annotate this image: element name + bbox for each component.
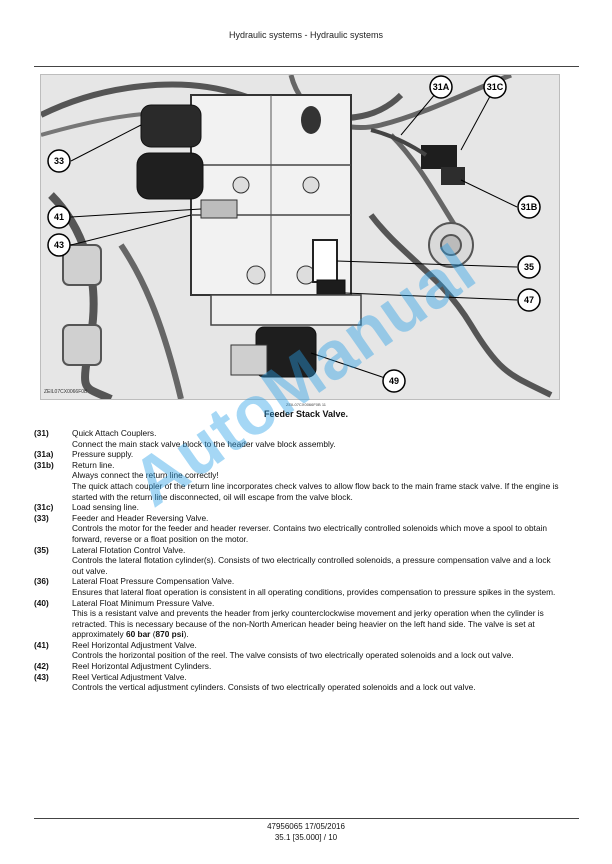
- item-title: Lateral Float Minimum Pressure Valve.: [72, 597, 215, 608]
- item-title: Pressure supply.: [72, 449, 134, 460]
- svg-text:33: 33: [54, 156, 64, 166]
- list-item: (31) Quick Attach Couplers. Connect the …: [34, 428, 564, 449]
- item-number: (42): [34, 661, 49, 672]
- svg-text:31C: 31C: [487, 82, 504, 92]
- callout-31b: 31B: [460, 179, 541, 219]
- item-title: Lateral Float Pressure Compensation Valv…: [72, 576, 235, 587]
- item-title: Return line.: [72, 459, 115, 470]
- item-number: (36): [34, 576, 49, 587]
- item-number: (35): [34, 544, 49, 555]
- item-number: (43): [34, 671, 49, 682]
- callout-31a: 31A: [400, 75, 453, 136]
- item-title: Feeder and Header Reversing Valve.: [72, 512, 209, 523]
- svg-text:35: 35: [524, 262, 534, 272]
- list-item: (31b) Return line. Always connect the re…: [34, 460, 564, 502]
- item-description: Controls the motor for the feeder and he…: [72, 523, 548, 544]
- list-item: (33) Feeder and Header Reversing Valve. …: [34, 513, 564, 545]
- svg-text:41: 41: [54, 212, 64, 222]
- item-description: Ensures that lateral float operation is …: [72, 586, 556, 597]
- item-description: Controls the horizontal position of the …: [72, 650, 514, 661]
- figure-caption: Feeder Stack Valve.: [263, 409, 349, 419]
- item-number: (40): [34, 597, 49, 608]
- callout-35: 35: [336, 255, 541, 279]
- callout-41: 41: [47, 205, 202, 229]
- item-number: (31a): [34, 449, 54, 460]
- callout-47: 47: [344, 288, 541, 312]
- svg-text:31A: 31A: [433, 82, 450, 92]
- pressure-value-bar: 60 bar: [125, 629, 151, 640]
- list-item: (40) Lateral Float Minimum Pressure Valv…: [34, 598, 564, 640]
- svg-text:43: 43: [54, 240, 64, 250]
- list-item: (41) Reel Horizontal Adjustment Valve. C…: [34, 640, 564, 661]
- list-item: (36) Lateral Float Pressure Compensation…: [34, 576, 564, 597]
- item-number: (31): [34, 428, 49, 438]
- item-description: This is a resistant valve and prevents t…: [72, 608, 544, 640]
- callout-43: 43: [47, 214, 192, 257]
- callout-31c: 31C: [460, 75, 507, 151]
- item-number: (31b): [34, 459, 54, 470]
- header-rule: [34, 66, 579, 67]
- item-title: Quick Attach Couplers.: [72, 428, 157, 438]
- valve-photo: 31A 31C 33 31B 41 43: [40, 74, 560, 400]
- item-title: Reel Horizontal Adjustment Valve.: [72, 639, 197, 650]
- callout-49: 49: [310, 352, 406, 393]
- item-title: Load sensing line.: [72, 502, 139, 513]
- component-list: (31) Quick Attach Couplers. Connect the …: [34, 428, 564, 693]
- item-title: Reel Horizontal Adjustment Cylinders.: [72, 661, 212, 672]
- figure-code-small: ZEIL07CX0066F0B 11: [286, 402, 326, 407]
- item-description: The quick attach coupler of the return l…: [72, 480, 559, 502]
- item-description: Connect the main stack valve block to th…: [72, 438, 336, 449]
- footer-rule: [34, 818, 579, 819]
- svg-text:47: 47: [524, 295, 534, 305]
- item-number: (41): [34, 639, 49, 650]
- list-item: (35) Lateral Flotation Control Valve. Co…: [34, 545, 564, 577]
- svg-text:31B: 31B: [521, 202, 538, 212]
- pressure-value-psi: 870 psi: [155, 629, 184, 640]
- list-item: (31c) Load sensing line.: [34, 502, 564, 513]
- callout-33: 33: [47, 124, 142, 173]
- item-title: Lateral Flotation Control Valve.: [72, 544, 186, 555]
- page-header: Hydraulic systems - Hydraulic systems: [228, 30, 384, 40]
- list-item: (42) Reel Horizontal Adjustment Cylinder…: [34, 661, 564, 672]
- list-item: (43) Reel Vertical Adjustment Valve. Con…: [34, 672, 564, 693]
- page-number: 35.1 [35.000] / 10: [274, 833, 338, 842]
- item-number: (33): [34, 512, 49, 523]
- item-warning: Always connect the return line correctly…: [72, 470, 219, 481]
- item-description: Controls the lateral flotation cylinder(…: [72, 555, 551, 576]
- svg-text:49: 49: [389, 376, 399, 386]
- item-number: (31c): [34, 502, 54, 513]
- list-item: (31a) Pressure supply.: [34, 449, 564, 460]
- item-description: Controls the vertical adjustment cylinde…: [72, 682, 476, 693]
- item-title: Reel Vertical Adjustment Valve.: [72, 671, 187, 682]
- figure-code: ZEIL07CX0066F0B: [44, 389, 88, 395]
- document-code: 47956065 17/05/2016: [267, 822, 345, 831]
